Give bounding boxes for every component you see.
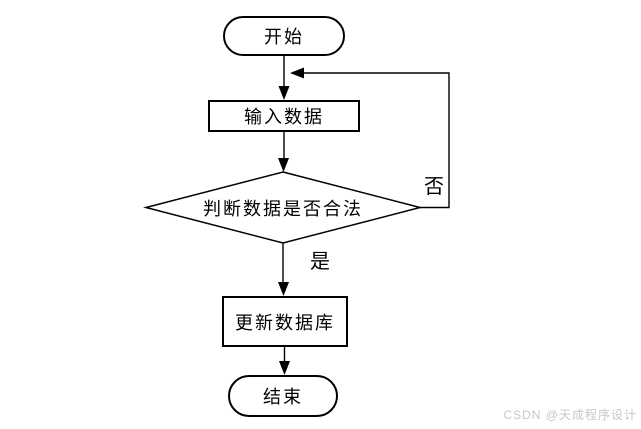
decision-diamond-shape (143, 171, 423, 244)
node-input-data-label: 输入数据 (244, 107, 324, 127)
node-update-database: 更新数据库 (222, 296, 348, 347)
node-decision: 判断数据是否合法 (146, 172, 420, 243)
arrowhead-into-decision (278, 158, 289, 172)
node-end: 结束 (228, 375, 338, 417)
arrowhead-into-end (279, 361, 290, 375)
arrowhead-into-input (278, 86, 290, 100)
node-start: 开始 (223, 16, 345, 56)
edge-decision-no-feedback (303, 72, 450, 209)
node-update-database-label: 更新数据库 (235, 312, 335, 333)
watermark: CSDN @天成程序设计 (503, 408, 637, 422)
edge-label-no: 否 (424, 176, 444, 198)
edge-label-yes: 是 (310, 251, 330, 273)
node-decision-label: 判断数据是否合法 (203, 198, 363, 219)
node-input-data: 输入数据 (208, 100, 360, 132)
arrowhead-feedback-left (290, 67, 304, 79)
node-end-label: 结束 (263, 387, 303, 407)
node-start-label: 开始 (264, 27, 304, 47)
arrowhead-into-update (278, 282, 289, 296)
